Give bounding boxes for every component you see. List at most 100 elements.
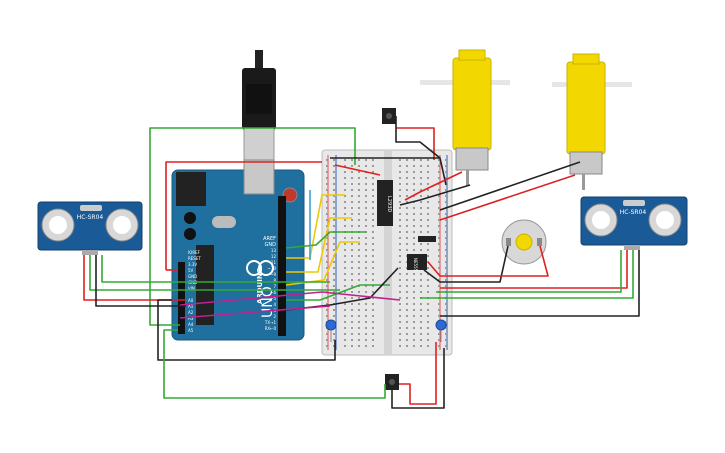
breadboard-hole bbox=[333, 279, 335, 281]
breadboard-hole bbox=[372, 315, 374, 317]
breadboard-hole bbox=[351, 177, 353, 179]
breadboard-hole bbox=[344, 279, 346, 281]
breadboard-hole bbox=[351, 267, 353, 269]
breadboard-hole bbox=[365, 255, 367, 257]
breadboard-hole bbox=[358, 315, 360, 317]
breadboard-hole bbox=[333, 297, 335, 299]
breadboard-hole bbox=[438, 267, 440, 269]
breadboard-hole bbox=[326, 207, 328, 209]
breadboard-hole bbox=[351, 213, 353, 215]
breadboard-hole bbox=[399, 267, 401, 269]
driver-ic: L293D bbox=[377, 180, 393, 226]
breadboard bbox=[321, 149, 453, 356]
breadboard-hole bbox=[420, 177, 422, 179]
breadboard-hole bbox=[406, 237, 408, 239]
wire-yellow bbox=[286, 217, 352, 273]
breadboard-hole bbox=[413, 297, 415, 299]
breadboard-hole bbox=[326, 309, 328, 311]
breadboard-hole bbox=[399, 243, 401, 245]
breadboard-hole bbox=[358, 303, 360, 305]
breadboard-hole bbox=[399, 237, 401, 239]
breadboard-hole bbox=[333, 165, 335, 167]
pin-digital-label-9: 4 bbox=[273, 302, 276, 307]
breadboard-hole bbox=[351, 225, 353, 227]
breadboard-hole bbox=[445, 159, 447, 161]
pushbutton-top[interactable] bbox=[382, 108, 396, 124]
breadboard-hole bbox=[445, 189, 447, 191]
breadboard-hole bbox=[333, 207, 335, 209]
pin-digital-label-8: ~5 bbox=[270, 296, 276, 301]
breadboard-hole bbox=[358, 327, 360, 329]
breadboard-hole bbox=[427, 207, 429, 209]
pushbutton-bottom[interactable] bbox=[385, 374, 399, 390]
breadboard-hole bbox=[420, 321, 422, 323]
breadboard-hole bbox=[399, 219, 401, 221]
breadboard-hole bbox=[399, 171, 401, 173]
breadboard-hole bbox=[413, 249, 415, 251]
breadboard-hole bbox=[344, 327, 346, 329]
breadboard-hole bbox=[413, 213, 415, 215]
breadboard-hole bbox=[333, 261, 335, 263]
breadboard-hole bbox=[427, 219, 429, 221]
pin-digital-label-12: TX→1 bbox=[264, 320, 277, 325]
breadboard-hole bbox=[427, 165, 429, 167]
breadboard-hole bbox=[372, 303, 374, 305]
breadboard-hole bbox=[344, 195, 346, 197]
breadboard-hole bbox=[406, 285, 408, 287]
breadboard-hole bbox=[372, 159, 374, 161]
breadboard-hole bbox=[344, 213, 346, 215]
breadboard-hole bbox=[406, 189, 408, 191]
pin-analog-label-0: A0 bbox=[188, 298, 194, 303]
wire-red bbox=[334, 164, 381, 176]
breadboard-hole bbox=[445, 249, 447, 251]
breadboard-hole bbox=[438, 243, 440, 245]
wire-black bbox=[157, 299, 336, 361]
breadboard-hole bbox=[344, 237, 346, 239]
breadboard-hole bbox=[427, 195, 429, 197]
breadboard-hole bbox=[413, 321, 415, 323]
breadboard-hole bbox=[372, 309, 374, 311]
breadboard-hole bbox=[326, 315, 328, 317]
breadboard-hole bbox=[445, 219, 447, 221]
breadboard-hole bbox=[333, 159, 335, 161]
breadboard-hole bbox=[344, 183, 346, 185]
breadboard-hole bbox=[358, 321, 360, 323]
breadboard-hole bbox=[406, 327, 408, 329]
pin-analog-label-5: A5 bbox=[188, 328, 194, 333]
breadboard-hole bbox=[351, 285, 353, 287]
breadboard-hole bbox=[326, 243, 328, 245]
breadboard-hole bbox=[399, 309, 401, 311]
capacitor-left bbox=[325, 319, 337, 342]
breadboard-hole bbox=[365, 207, 367, 209]
breadboard-hole bbox=[326, 279, 328, 281]
breadboard-hole bbox=[420, 201, 422, 203]
breadboard-hole bbox=[438, 285, 440, 287]
breadboard-hole bbox=[427, 315, 429, 317]
breadboard-hole bbox=[399, 333, 401, 335]
gear-motor-right bbox=[552, 53, 632, 190]
wire-red bbox=[399, 342, 437, 405]
breadboard-hole bbox=[438, 333, 440, 335]
wire-black bbox=[330, 157, 447, 186]
breadboard-hole bbox=[333, 237, 335, 239]
wire-black bbox=[399, 184, 471, 206]
reset-button-icon[interactable] bbox=[282, 187, 298, 203]
breadboard-hole bbox=[365, 273, 367, 275]
breadboard-hole bbox=[427, 159, 429, 161]
wires bbox=[83, 116, 640, 409]
breadboard-hole bbox=[399, 285, 401, 287]
breadboard-hole bbox=[326, 189, 328, 191]
breadboard-hole bbox=[365, 279, 367, 281]
wire-black bbox=[440, 250, 640, 317]
breadboard-hole bbox=[420, 249, 422, 251]
breadboard-hole bbox=[420, 225, 422, 227]
breadboard-hole bbox=[326, 267, 328, 269]
breadboard-hole bbox=[427, 321, 429, 323]
breadboard-hole bbox=[406, 201, 408, 203]
breadboard-hole bbox=[351, 249, 353, 251]
breadboard-hole bbox=[344, 267, 346, 269]
breadboard-hole bbox=[365, 237, 367, 239]
breadboard-hole bbox=[358, 225, 360, 227]
breadboard-hole bbox=[326, 183, 328, 185]
